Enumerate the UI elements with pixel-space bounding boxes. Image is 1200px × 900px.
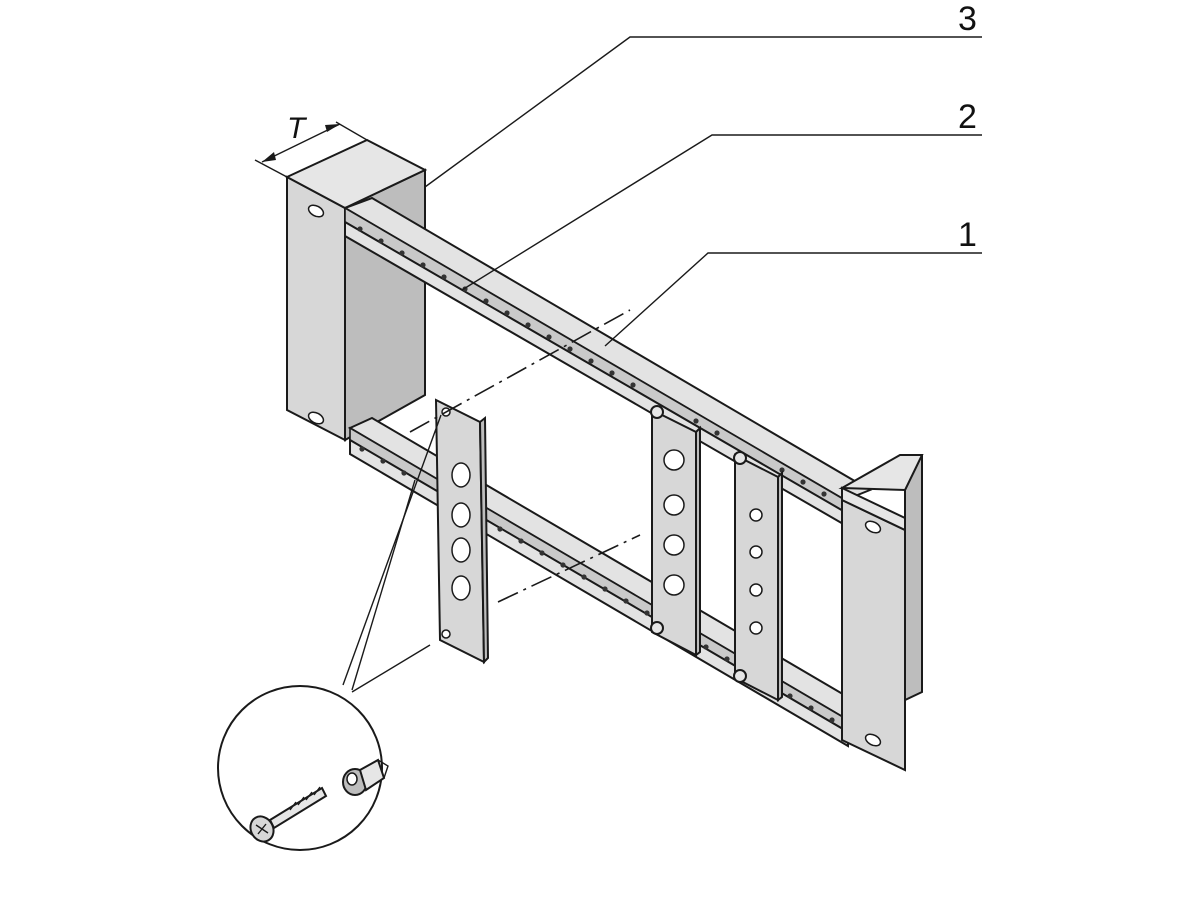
front-plate-mounted-a [650,405,701,657]
front-plate-mounted-b [733,451,783,702]
upper-rail-holes [357,226,827,497]
detail-leaders [342,414,442,693]
callout-label-2: 2 [958,98,977,136]
cage-nut-icon [342,758,389,796]
lower-rail-holes [359,446,835,723]
alignment-lines [409,309,641,603]
callout-label-3: 3 [958,0,977,38]
depth-dimension: T [254,112,368,178]
screw-icon [249,786,328,843]
callout-leaders [424,36,982,347]
front-plate-loose [434,398,490,665]
dimension-label: T [287,112,308,145]
upper-rail [342,196,873,527]
fastener-detail [217,685,389,851]
right-side-panel [838,454,924,772]
left-side-panel [284,138,428,442]
callout-label-1: 1 [958,216,977,254]
